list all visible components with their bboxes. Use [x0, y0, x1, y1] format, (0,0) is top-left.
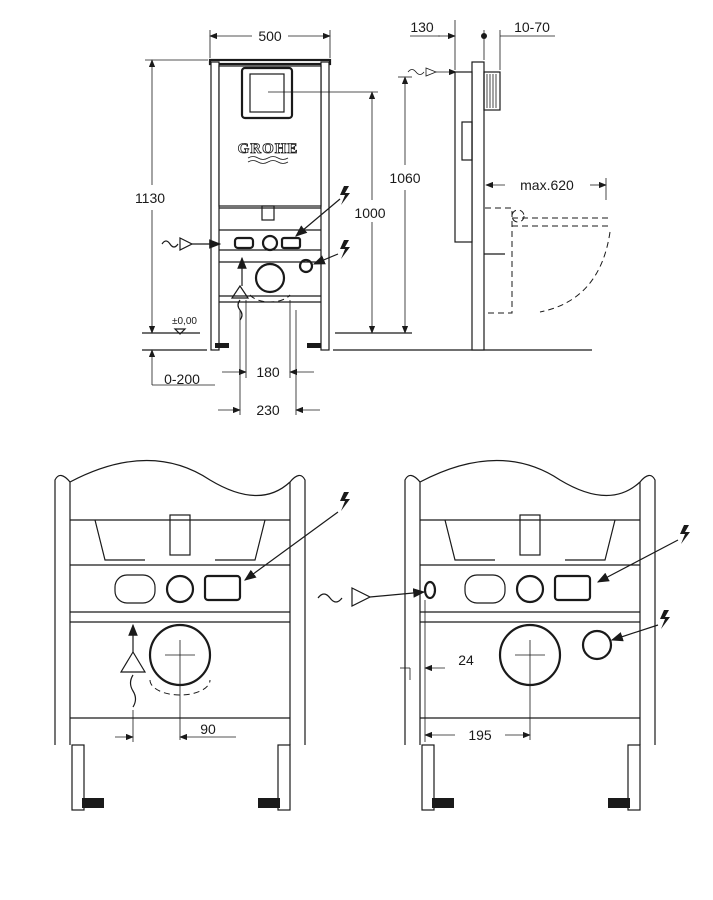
floor-level-label: ±0,00	[172, 316, 197, 327]
dim-offset-left: 90	[200, 721, 216, 737]
front-view: GROHE ±0,00 500	[135, 28, 592, 418]
detail-left: 90	[54, 459, 350, 811]
water-inlet-icon	[317, 587, 426, 607]
dim-wall-adjust: 10-70	[514, 19, 550, 35]
dim-width: 500	[258, 28, 282, 44]
electric-bolt-icon	[295, 186, 350, 237]
dim-height-total: 1130	[135, 190, 165, 206]
dim-offset-small: 24	[458, 652, 474, 668]
electric-bolt-icon	[312, 240, 350, 265]
dim-depth: 130	[410, 19, 434, 35]
dim-max-projection: max.620	[520, 177, 574, 193]
side-view: 130 10-70 max.620	[407, 19, 611, 351]
dim-height-flush: 1060	[389, 170, 420, 186]
drain-arrow-icon	[119, 623, 147, 708]
electric-bolt-icon	[610, 610, 670, 642]
cistern-panel	[218, 65, 322, 207]
water-inlet-icon	[161, 237, 222, 251]
dim-offset-large: 195	[468, 727, 492, 743]
electric-bolt-icon	[244, 492, 350, 581]
electric-bolt-icon	[596, 525, 690, 583]
dim-spacing-inner: 180	[256, 364, 280, 380]
dim-height-reference: 1000	[354, 205, 385, 221]
brand-logo: GROHE	[238, 141, 299, 157]
flush-plate-opening	[240, 66, 294, 120]
detail-right: 24 195	[317, 459, 690, 811]
wall-spacer	[483, 71, 501, 111]
dim-spacing-outer: 230	[256, 402, 280, 418]
dim-floor-adjust: 0-200	[164, 371, 200, 387]
